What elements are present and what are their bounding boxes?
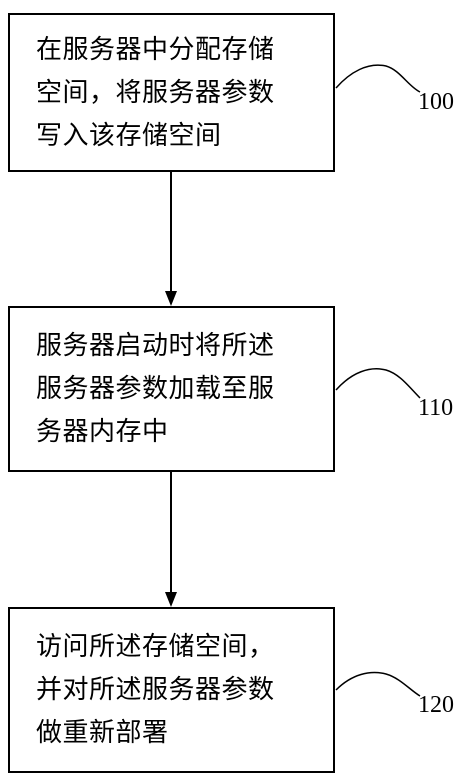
ref-label-100: 100 [418,89,454,115]
step-100-line-2: 空间，将服务器参数 [36,78,275,108]
step-box-110: 服务器启动时将所述 服务器参数加载至服 务器内存中 [8,306,335,472]
leader-curve-120 [335,671,421,697]
step-text-110: 服务器启动时将所述 服务器参数加载至服 务器内存中 [36,325,331,454]
step-110-line-2: 服务器参数加载至服 [36,374,275,404]
step-text-120: 访问所述存储空间， 并对所述服务器参数 做重新部署 [36,626,331,755]
step-text-100: 在服务器中分配存储 空间，将服务器参数 写入该存储空间 [36,29,331,158]
ref-label-110: 110 [418,395,454,421]
step-110-line-1: 服务器启动时将所述 [36,331,275,361]
step-110-line-3: 务器内存中 [36,417,169,447]
step-100-line-3: 写入该存储空间 [36,121,222,151]
step-120-line-3: 做重新部署 [36,718,169,748]
step-120-line-2: 并对所述服务器参数 [36,675,275,705]
arrow-head-100-110 [165,291,177,306]
step-box-120: 访问所述存储空间， 并对所述服务器参数 做重新部署 [8,607,335,773]
step-box-100: 在服务器中分配存储 空间，将服务器参数 写入该存储空间 [8,13,335,172]
step-120-line-1: 访问所述存储空间， [36,632,275,662]
step-100-line-1: 在服务器中分配存储 [36,35,275,65]
ref-label-120: 120 [418,692,454,718]
arrow-head-110-120 [165,592,177,607]
leader-curve-100 [335,64,421,93]
leader-curve-110 [335,368,421,399]
